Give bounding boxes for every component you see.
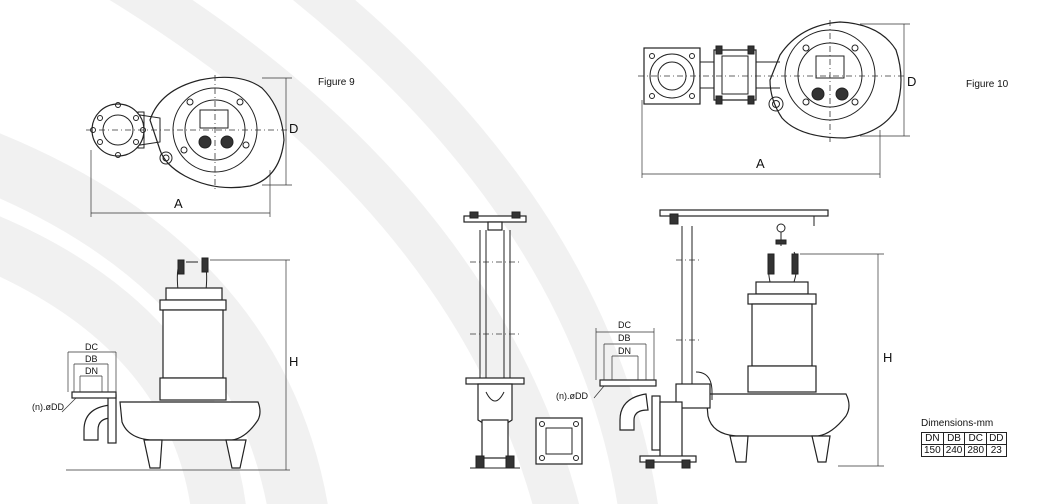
fig10-guide-rail-view: [463, 211, 527, 469]
fig10-label-d: D: [907, 74, 916, 89]
dimensions-table: DN DB DC DD 150 240 280 23: [921, 432, 1007, 457]
table-cell: 23: [986, 444, 1007, 457]
dimensions-table-title: Dimensions-mm: [921, 418, 994, 429]
table-header-cell: DC: [964, 432, 988, 445]
fig9-label-dn: DN: [85, 366, 98, 376]
table-header-cell: DN: [921, 432, 944, 445]
fig9-label-h: H: [289, 354, 298, 369]
table-cell: 240: [942, 444, 966, 457]
fig9-plan-view: [86, 75, 292, 217]
fig10-label-dc: DC: [618, 320, 631, 330]
fig9-label-d: D: [289, 121, 298, 136]
fig10-plan-view: [638, 20, 910, 178]
fig10-label-dn: DN: [618, 346, 631, 356]
fig9-label-a: A: [174, 196, 183, 211]
fig10-label-db: DB: [618, 333, 631, 343]
table-header-cell: DD: [986, 432, 1007, 445]
table-header-row: DN DB DC DD: [921, 432, 1007, 445]
table-cell: 280: [964, 444, 988, 457]
table-cell: 150: [921, 444, 944, 457]
fig9-label-db: DB: [85, 354, 98, 364]
fig9-caption: Figure 9: [318, 77, 355, 88]
fig10-base-flange: [535, 417, 583, 465]
table-row: 150 240 280 23: [921, 444, 1007, 457]
fig10-elevation: [593, 209, 884, 469]
fig9-label-dc: DC: [85, 342, 98, 352]
fig10-label-a: A: [756, 156, 765, 171]
fig10-caption: Figure 10: [966, 79, 1009, 90]
fig9-label-flange-holes: (n).øDD: [32, 402, 64, 412]
fig10-label-h: H: [883, 350, 892, 365]
table-header-cell: DB: [942, 432, 966, 445]
fig10-label-flange-holes: (n).øDD: [556, 391, 588, 401]
fig9-elevation: [61, 257, 290, 471]
